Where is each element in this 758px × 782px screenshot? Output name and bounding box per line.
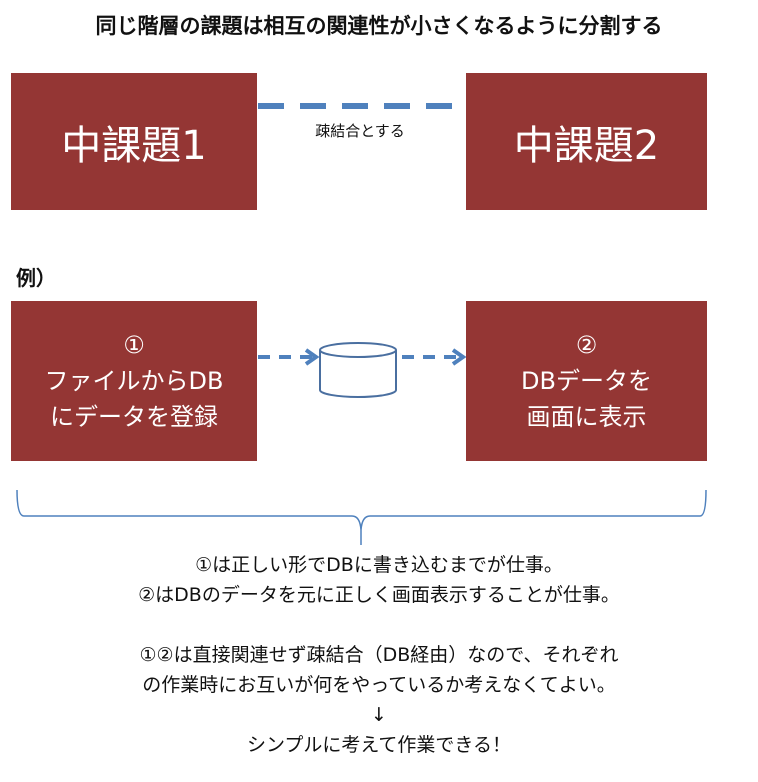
example-box-2: ② DBデータを 画面に表示 xyxy=(466,301,707,461)
example-box-1: ① ファイルからDB にデータを登録 xyxy=(11,301,257,461)
desc-line: ↓ xyxy=(371,704,387,726)
sub-task-2-box: 中課題2 xyxy=(466,73,707,210)
arrow-head xyxy=(304,348,320,366)
example-heading: 例） xyxy=(16,266,56,290)
desc-line: ②はDBのデータを元に正しく画面表示することが仕事。 xyxy=(138,584,620,606)
box-line: DBデータを xyxy=(521,367,652,395)
desc-line: ①は正しい形でDBに書き込むまでが仕事。 xyxy=(195,554,563,576)
box-line: にデータを登録 xyxy=(50,403,218,431)
box-number: ② xyxy=(575,331,598,359)
description: ①は正しい形でDBに書き込むまでが仕事。 ②はDBのデータを元に正しく画面表示す… xyxy=(0,550,758,760)
box-line: ファイルからDB xyxy=(44,367,224,395)
arrow-head xyxy=(451,348,467,366)
desc-line xyxy=(0,610,758,640)
database-icon xyxy=(319,342,397,398)
desc-line: シンプルに考えて作業できる！ xyxy=(246,734,512,756)
box-label: 中課題2 xyxy=(513,122,660,169)
connector-label: 疎結合とする xyxy=(315,122,405,140)
desc-line: ①②は直接関連せず疎結合（DB経由）なので、それぞれ xyxy=(139,644,619,666)
box-number: ① xyxy=(123,331,145,359)
page-title: 同じ階層の課題は相互の関連性が小さくなるように分割する xyxy=(95,14,663,38)
desc-line: の作業時にお互いが何をやっているか考えなくてよい。 xyxy=(142,674,616,696)
box-label: 中課題1 xyxy=(61,122,207,169)
box-line: 画面に表示 xyxy=(526,403,647,431)
sub-task-1-box: 中課題1 xyxy=(11,73,257,210)
brace xyxy=(16,489,707,545)
